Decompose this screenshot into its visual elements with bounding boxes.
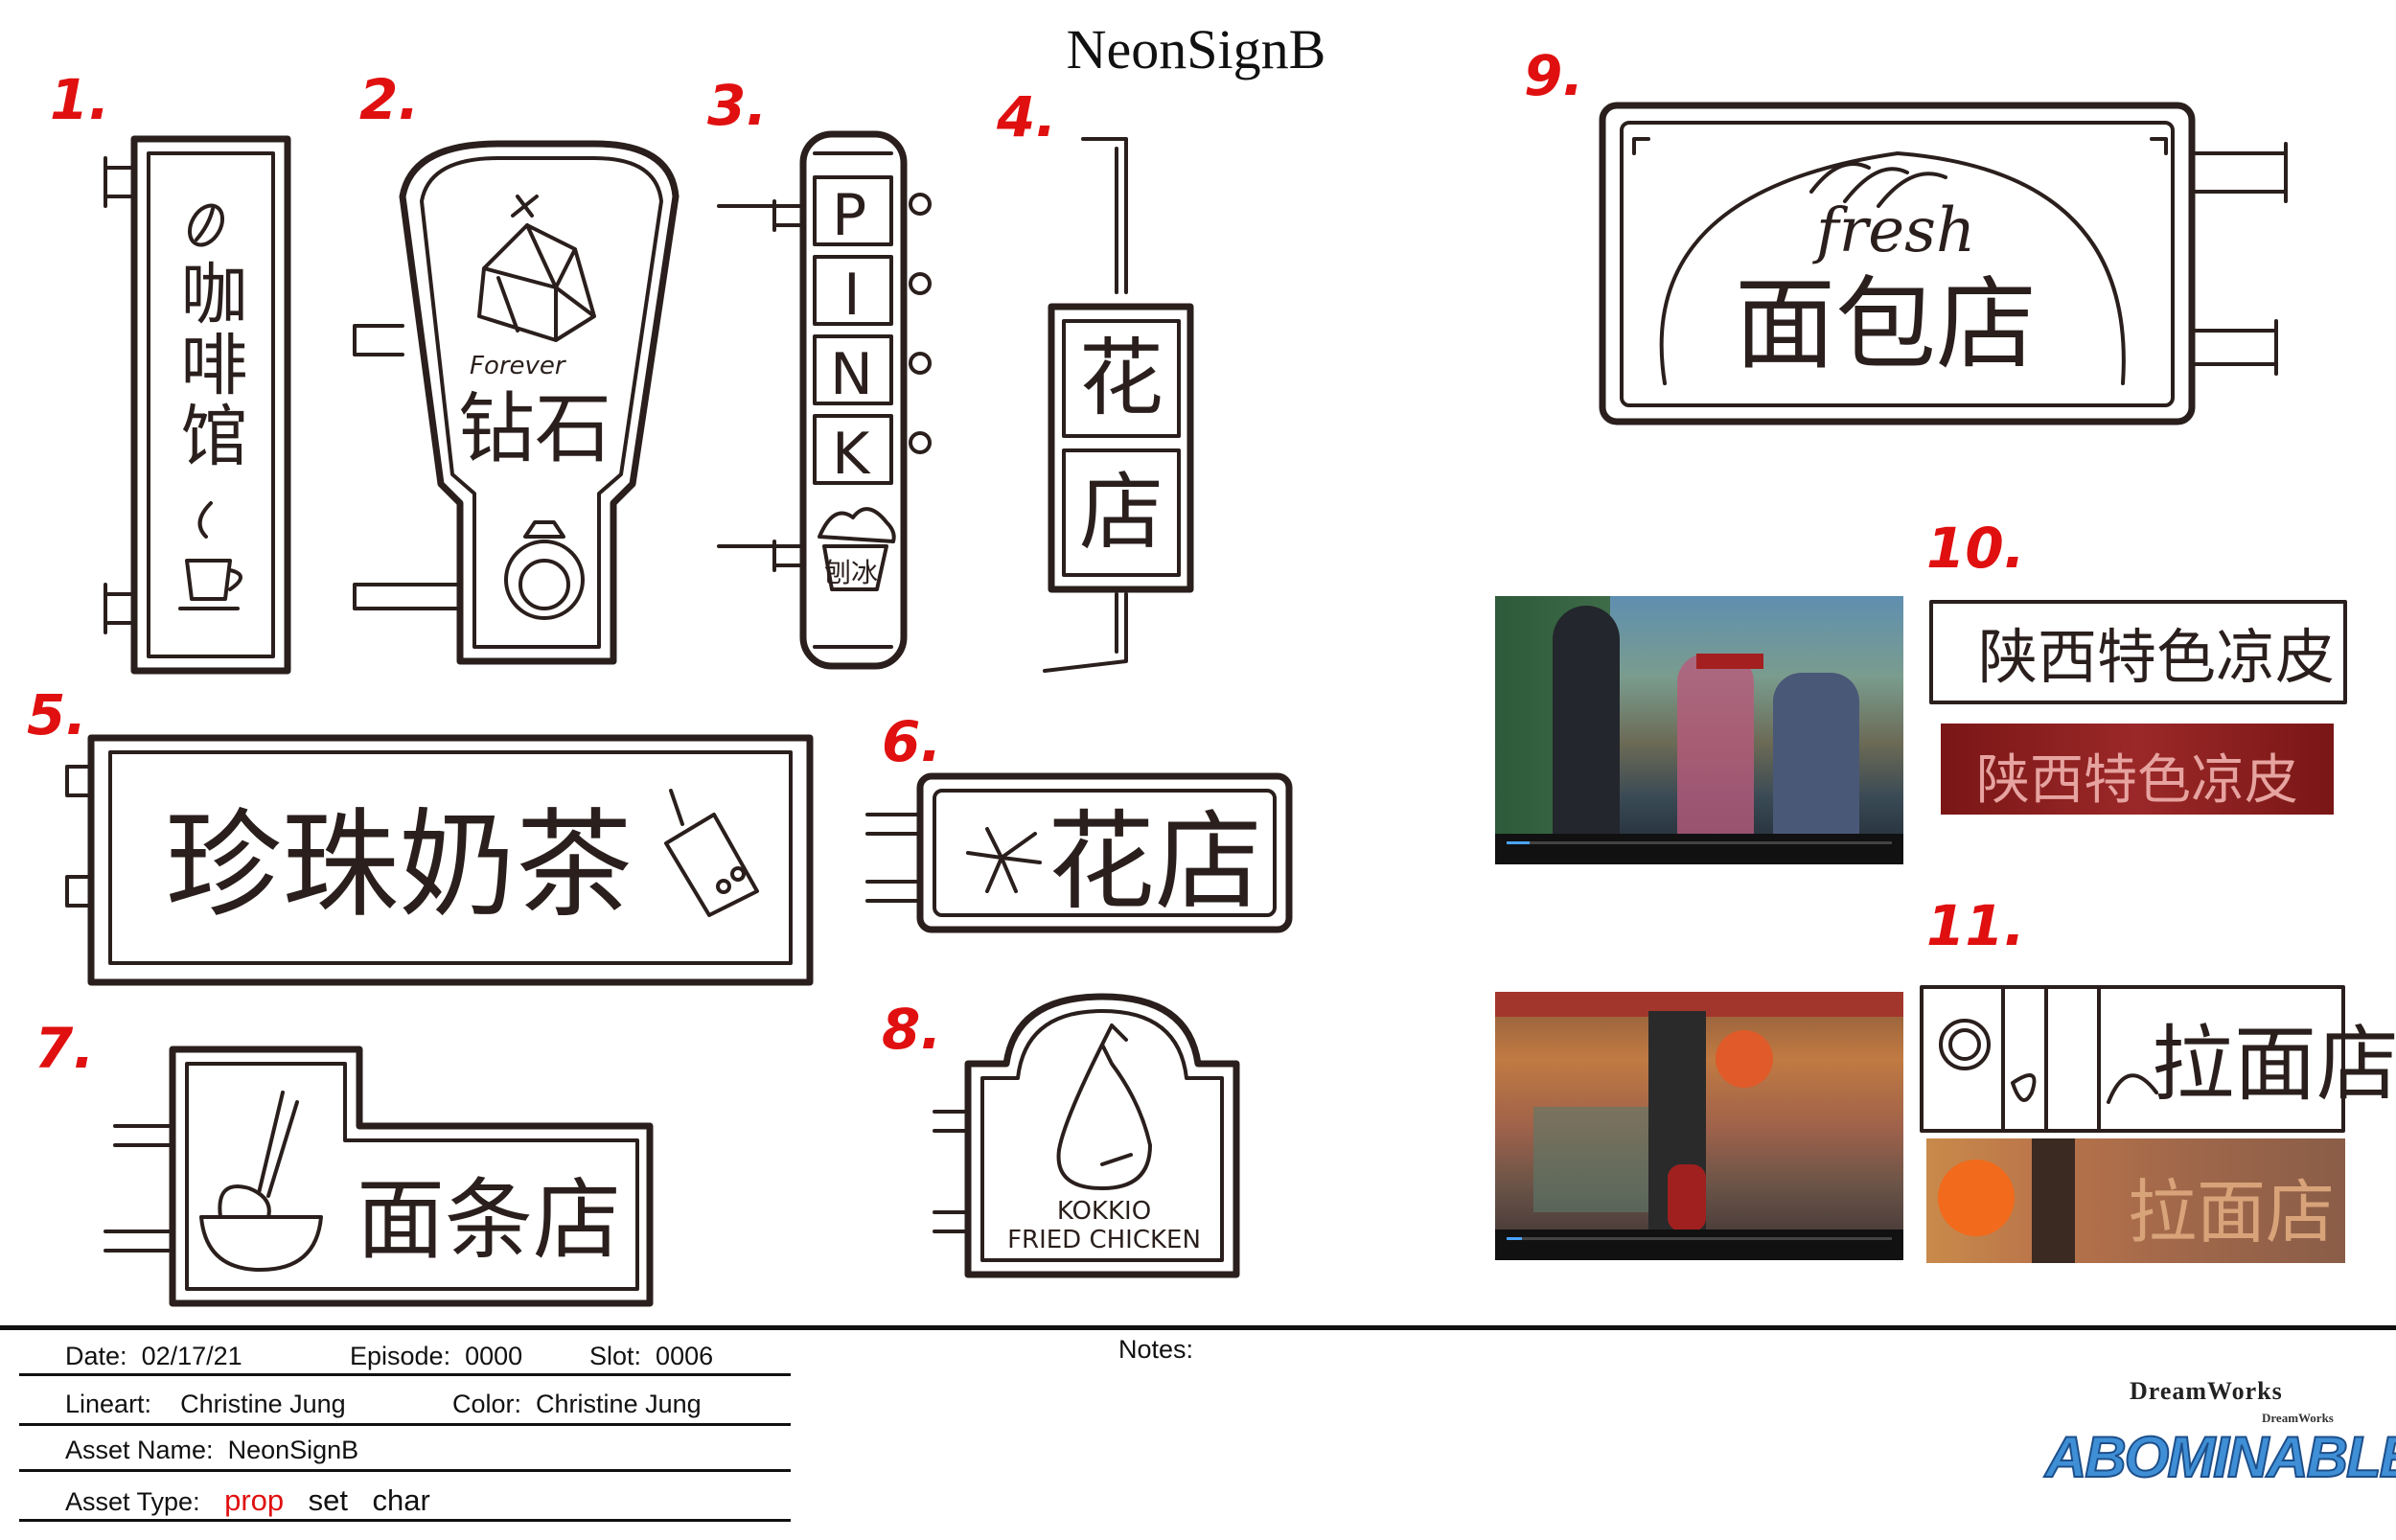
- footer-line-3: [19, 1469, 791, 1472]
- sign-4-char-2: 店: [1079, 463, 1163, 562]
- asset-type-label: Asset Type:: [65, 1487, 200, 1516]
- dreamworks-logo-small: DreamWorks: [2262, 1411, 2334, 1425]
- asset-name-value: NeonSignB: [227, 1436, 359, 1464]
- abominable-logo: ABOMINABLE: [2044, 1424, 2396, 1490]
- sign-8-fried-chicken: KOKKIO FRIED CHICKEN: [933, 993, 1240, 1278]
- sign-2-small-text: Forever: [470, 352, 567, 380]
- still-2-figure: [1668, 1164, 1706, 1231]
- sign-3-cup-text: 刨冰: [824, 557, 878, 588]
- still-1-sign: [1696, 654, 1763, 669]
- reference-crop-ramen: 拉面店: [1926, 1138, 2345, 1263]
- footer-line-2: [19, 1423, 791, 1426]
- sign-2-text: 钻石: [458, 384, 611, 473]
- sign-4-char-1: 花: [1079, 329, 1163, 427]
- reference-crop-ramen-pole: [2032, 1138, 2075, 1263]
- asset-type-set[interactable]: set: [308, 1483, 349, 1517]
- lineart-label: Lineart:: [65, 1390, 152, 1418]
- still-1-figure: [1553, 606, 1620, 845]
- color-label: Color:: [452, 1390, 522, 1418]
- sketch-number-3: 3.: [707, 73, 768, 138]
- sign-3-letter-n: N: [830, 341, 873, 408]
- asset-name-label: Asset Name:: [65, 1436, 214, 1464]
- reference-still-1: [1495, 596, 1903, 864]
- sign-3-letter-p: P: [832, 182, 866, 249]
- asset-type-prop[interactable]: prop: [224, 1483, 285, 1517]
- lineart-field: Lineart: Christine Jung: [65, 1390, 346, 1419]
- sign-9-script: fresh: [1812, 195, 1975, 266]
- dreamworks-logo: DreamWorks: [2130, 1377, 2283, 1405]
- reference-crop-ramen-text: 拉面店: [2128, 1172, 2336, 1253]
- reference-crop-liangpi-text: 陕西特色凉皮: [1976, 749, 2298, 812]
- still-2-lantern: [1716, 1030, 1773, 1088]
- date-value: 02/17/21: [141, 1342, 242, 1370]
- still-2-player-bar[interactable]: [1495, 1230, 1903, 1260]
- sketch-number-7: 7.: [35, 1016, 95, 1081]
- sign-1-coffee: 咖啡馆: [104, 135, 291, 675]
- sign-9-bakery: fresh 面包店: [1599, 102, 2288, 425]
- sketch-number-1: 1.: [50, 67, 110, 132]
- reference-crop-liangpi: 陕西特色凉皮: [1941, 724, 2334, 815]
- still-1-figure-2: [1677, 654, 1754, 840]
- sign-3-pink: P I N K 刨冰: [717, 130, 932, 670]
- episode-field: Episode: 0000: [350, 1342, 522, 1371]
- notes-label: Notes:: [1118, 1335, 1194, 1364]
- color-value: Christine Jung: [536, 1390, 702, 1418]
- slot-value: 0006: [656, 1342, 714, 1370]
- sketch-number-9: 9.: [1524, 43, 1584, 108]
- sketch-number-11: 11.: [1926, 893, 2025, 958]
- still-2-storefront: [1533, 1107, 1648, 1212]
- sign-2-diamond: Forever 钻石: [353, 140, 680, 665]
- sign-7-text: 面条店: [357, 1169, 621, 1272]
- date-label: Date:: [65, 1342, 127, 1370]
- footer-divider: [0, 1325, 2396, 1330]
- reference-crop-ramen-lantern: [1938, 1160, 2015, 1236]
- footer-line-1: [19, 1373, 791, 1376]
- footer-line-4: [19, 1519, 791, 1522]
- sign-3-letter-i: I: [843, 262, 861, 329]
- sketch-number-6: 6.: [882, 709, 942, 774]
- sign-10-liangpi: 陕西特色凉皮: [1929, 600, 2347, 704]
- sketch-number-4: 4.: [997, 84, 1057, 149]
- sign-11-ramen: 拉面店: [1920, 985, 2396, 1133]
- sheet-title: NeonSignB: [1066, 18, 1326, 80]
- sketch-number-2: 2.: [359, 67, 420, 132]
- sign-9-text: 面包店: [1735, 266, 2037, 383]
- sign-3-letter-k: K: [832, 421, 871, 488]
- date-field: Date: 02/17/21: [65, 1342, 242, 1371]
- sign-7-noodle-shop: 面条店: [104, 1046, 654, 1307]
- still-1-figure-3: [1773, 673, 1859, 840]
- sign-6-flower-shop: 花店: [865, 772, 1293, 933]
- sign-1-text: 咖啡馆: [170, 259, 248, 471]
- still-1-player-bar[interactable]: [1495, 834, 1903, 864]
- sketch-number-8: 8.: [882, 997, 942, 1062]
- asset-name-field: Asset Name: NeonSignB: [65, 1436, 358, 1465]
- lineart-value: Christine Jung: [180, 1390, 346, 1418]
- asset-type-field: Asset Type: prop set char: [65, 1483, 448, 1518]
- sign-8-line-1: KOKKIO: [1057, 1197, 1151, 1226]
- color-field: Color: Christine Jung: [452, 1390, 702, 1419]
- sign-5-text: 珍珠奶茶: [165, 797, 633, 933]
- sign-8-line-2: FRIED CHICKEN: [1007, 1226, 1201, 1254]
- sketch-number-5: 5.: [27, 682, 87, 747]
- sign-4-flower-shop: 花 店: [1043, 137, 1194, 673]
- reference-still-2: [1495, 992, 1903, 1260]
- episode-value: 0000: [465, 1342, 523, 1370]
- episode-label: Episode:: [350, 1342, 451, 1370]
- sketch-number-10: 10.: [1926, 516, 2025, 581]
- sign-sketches: 咖啡馆 Forever 钻石 P: [65, 102, 2396, 1307]
- slot-field: Slot: 0006: [589, 1342, 713, 1371]
- sign-10-text: 陕西特色凉皮: [1978, 622, 2335, 692]
- asset-type-char[interactable]: char: [372, 1483, 430, 1517]
- sign-6-text: 花店: [1048, 800, 1262, 925]
- sign-11-text: 拉面店: [2152, 1017, 2396, 1113]
- sign-5-bubble-tea: 珍珠奶茶: [65, 734, 814, 986]
- slot-label: Slot:: [589, 1342, 642, 1370]
